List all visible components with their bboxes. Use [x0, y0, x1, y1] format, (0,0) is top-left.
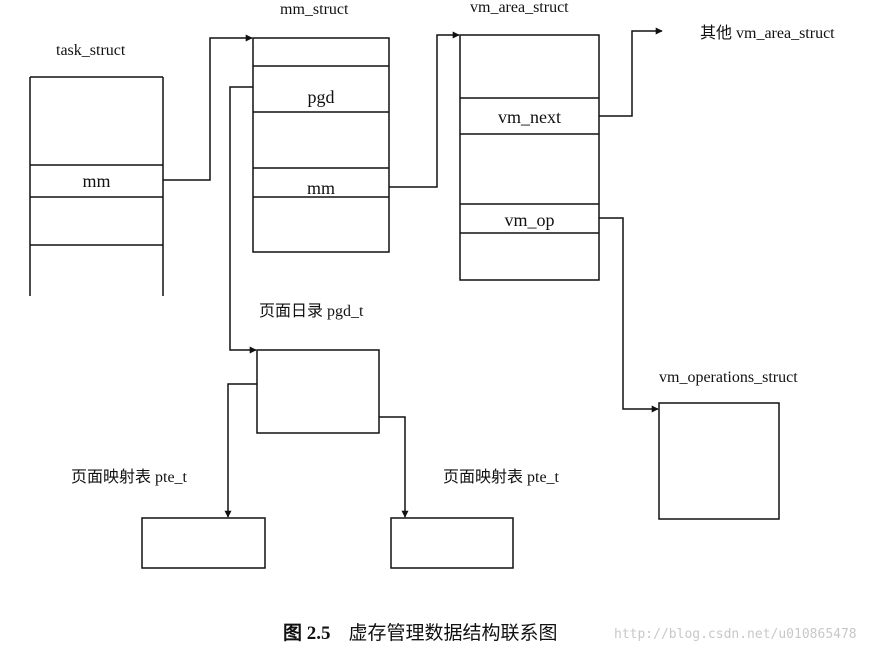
vm-area-struct-label: vm_area_struct [470, 0, 569, 16]
pte-t-box-left [141, 517, 266, 569]
arrow-pgd-t-to-pte-left [224, 383, 257, 518]
pte-t-box-right [390, 517, 514, 569]
mm-struct-box [252, 37, 390, 253]
other-vm-area-label: 其他 vm_area_struct [700, 25, 835, 42]
watermark: http://blog.csdn.net/u010865478 [614, 627, 857, 642]
vm-next-field: vm_next [498, 107, 561, 127]
task-struct-label: task_struct [56, 42, 126, 59]
figure-number: 图 2.5 [283, 623, 331, 644]
pte-t-label-left: 页面映射表 pte_t [71, 469, 187, 486]
mm-pgd-field: pgd [307, 87, 335, 107]
mm-struct-label: mm_struct [280, 1, 349, 18]
vm-op-field: vm_op [504, 210, 555, 230]
arrow-vm-op-to-vm-operations [599, 217, 659, 413]
arrow-task-mm-to-mm-struct [163, 34, 253, 181]
figure-title: 虚存管理数据结构联系图 [348, 623, 558, 644]
arrow-pgd-t-to-pte-right [379, 416, 409, 518]
vm-operations-struct-box [658, 402, 780, 520]
pgd-t-box [256, 349, 380, 434]
task-struct-box [29, 76, 164, 296]
arrow-pgd-to-pgd-t [229, 86, 257, 354]
pte-t-label-right: 页面映射表 pte_t [443, 469, 559, 486]
mm-mm-field: mm [306, 178, 335, 198]
vm-area-struct-box [459, 34, 600, 281]
vm-operations-struct-label: vm_operations_struct [659, 369, 798, 386]
task-mm-field: mm [82, 171, 111, 191]
arrow-vm-next-to-other [599, 27, 663, 117]
arrow-mm-to-vm-area [389, 31, 460, 188]
pgd-t-label: 页面日录 pgd_t [259, 303, 364, 320]
figure-caption: 图 2.5 虚存管理数据结构联系图 [283, 624, 558, 643]
